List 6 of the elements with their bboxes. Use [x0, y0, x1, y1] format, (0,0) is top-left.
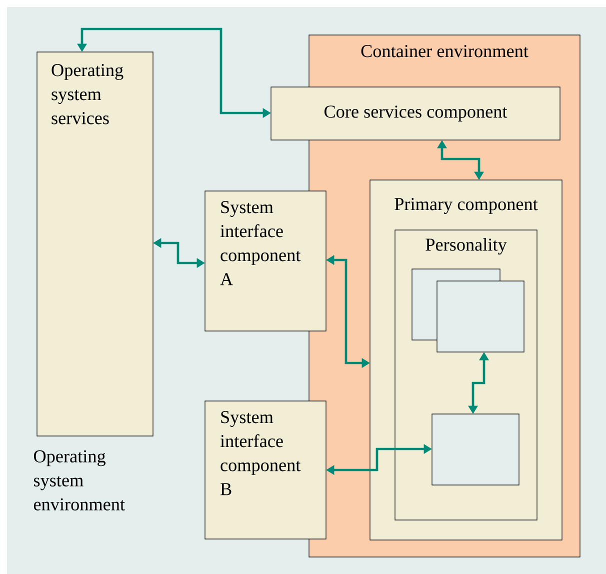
component-box: System interface component B	[204, 400, 326, 540]
component-box: Operating system services	[36, 52, 154, 436]
component-box: Core services component	[270, 86, 560, 140]
component-box: System interface component A	[204, 190, 326, 332]
empty-box	[436, 280, 524, 352]
empty-box	[432, 414, 520, 486]
